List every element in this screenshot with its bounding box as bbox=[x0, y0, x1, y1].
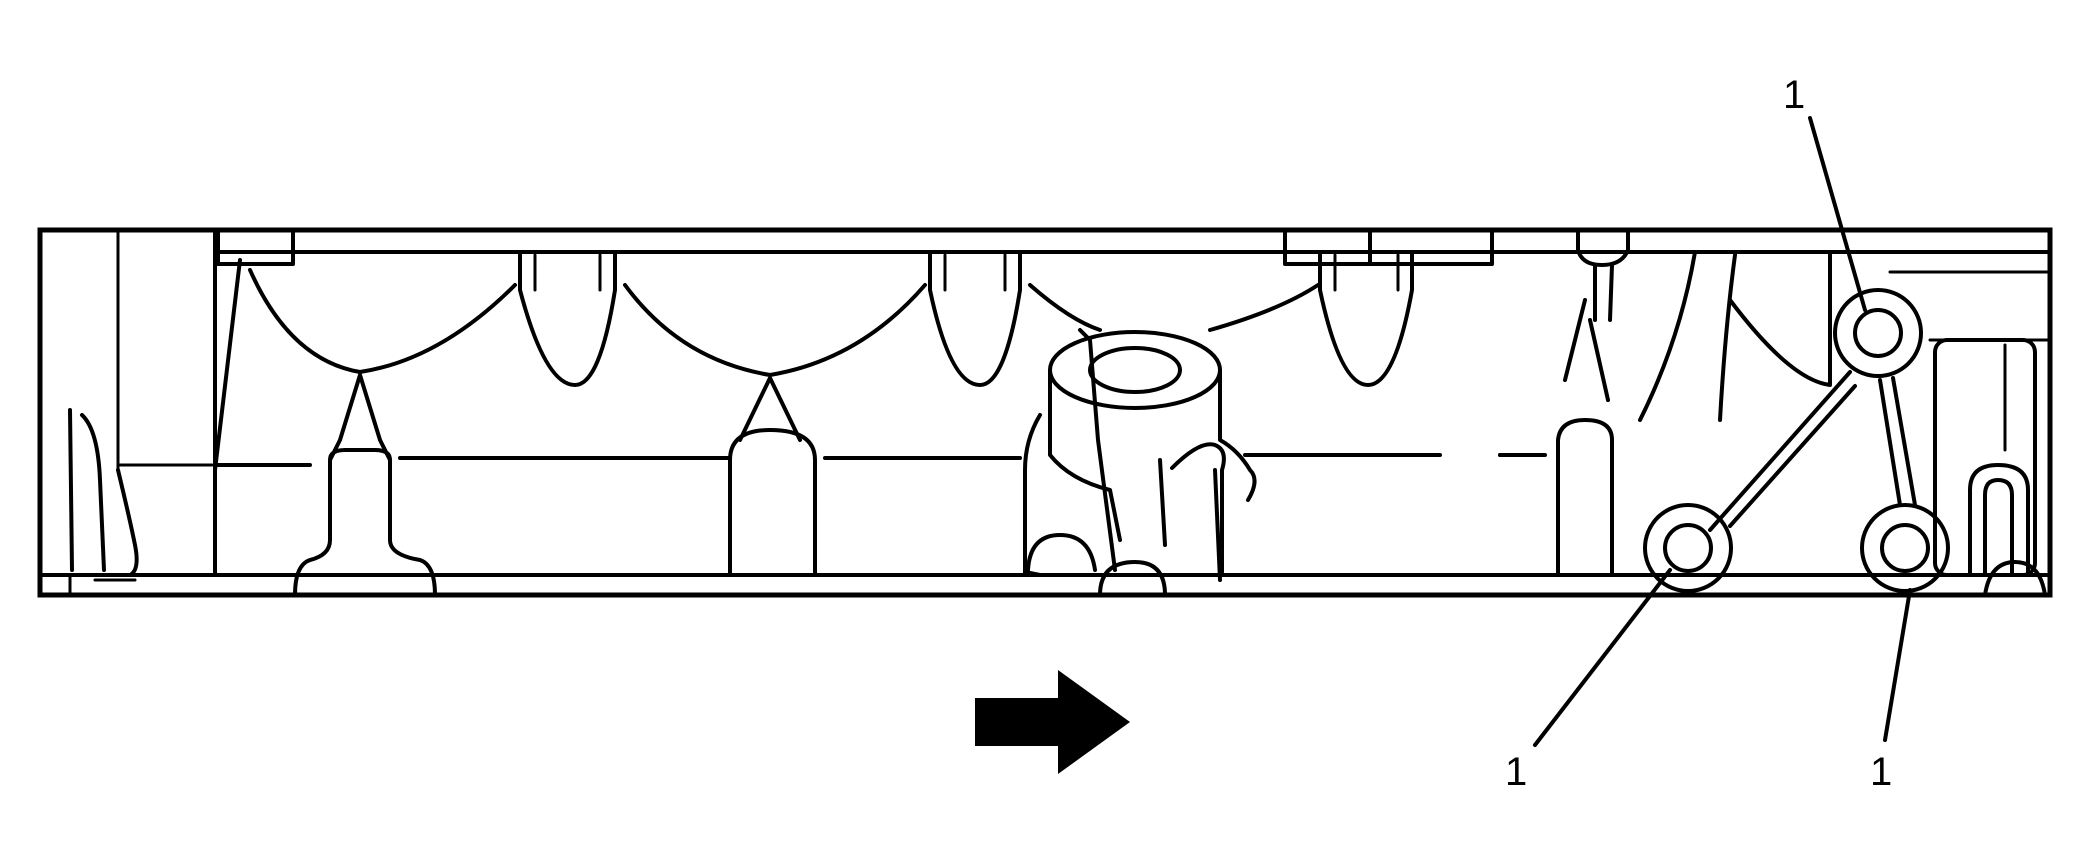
bolt-boss-bottom-left bbox=[1643, 503, 1733, 593]
ledge-lines bbox=[213, 453, 1542, 582]
housing-frame bbox=[37, 227, 2053, 598]
leader-line-bottom-left bbox=[1533, 568, 1672, 747]
right-end-detail bbox=[1933, 338, 2047, 597]
bulkhead-ribs bbox=[518, 250, 1614, 387]
bolt-boss-bottom-right bbox=[1860, 503, 1950, 593]
bolt-boss-top-right bbox=[1833, 288, 1923, 378]
top-tabs bbox=[216, 228, 1630, 267]
leader-line-bottom-right bbox=[1883, 588, 1912, 742]
callout-labels: 1 1 1 bbox=[1505, 73, 1892, 794]
leader-line-top-right bbox=[1808, 116, 1867, 312]
callout-label-bottom-right: 1 bbox=[1870, 750, 1892, 794]
support-posts bbox=[213, 258, 1614, 597]
bolt-bosses bbox=[1643, 288, 1950, 593]
leader-lines bbox=[1533, 116, 1912, 747]
center-boss bbox=[1023, 330, 1257, 597]
bay-webs bbox=[248, 250, 1832, 422]
callout-label-top-right: 1 bbox=[1783, 73, 1805, 117]
direction-arrow-icon bbox=[975, 670, 1130, 774]
callout-label-bottom-left: 1 bbox=[1505, 750, 1527, 794]
left-wall-detail bbox=[68, 408, 139, 582]
